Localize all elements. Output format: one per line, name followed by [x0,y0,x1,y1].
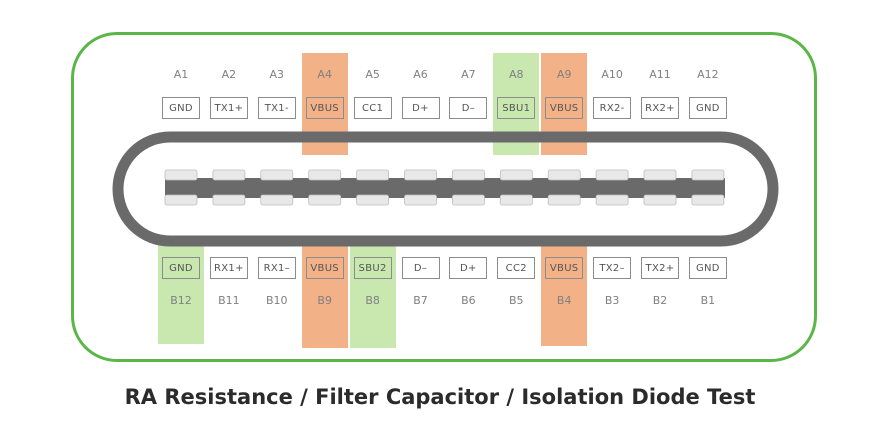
signal-box-b2: TX2+ [641,257,679,279]
signal-box-b3: TX2– [593,257,632,279]
signal-box-a7: D– [449,97,488,119]
pin-label-a3: A3 [269,68,285,81]
pin-label-b4: B4 [556,294,572,307]
pin-label-b10: B10 [266,294,288,307]
pin-label-a2: A2 [221,68,237,81]
contact-top-4 [308,169,342,181]
contact-top-10 [595,169,629,181]
contact-bottom-1 [164,194,198,206]
pin-label-b5: B5 [509,294,524,307]
contact-bottom-8 [499,194,533,206]
pin-label-b1: B1 [700,294,716,307]
plug-shell [112,131,779,247]
contact-bottom-2 [212,194,246,206]
highlight-b8 [349,242,396,348]
signal-box-b5: CC2 [497,257,536,279]
pin-label-a1: A1 [173,68,189,81]
pin-label-a5: A5 [365,68,380,81]
connector-frame [71,32,817,362]
signal-box-a10: RX2- [593,97,632,119]
pin-label-b2: B2 [652,294,668,307]
pin-label-b12: B12 [170,294,192,307]
contact-top-8 [499,169,533,181]
contact-top-11 [643,169,677,181]
contact-bottom-11 [643,194,677,206]
signal-box-a1: GND [162,97,200,119]
highlight-b9 [301,242,348,348]
contact-bottom-9 [547,194,581,206]
signal-box-a9: VBUS [545,97,584,119]
contact-top-5 [356,169,390,181]
pin-label-a7: A7 [461,68,476,81]
contact-top-9 [547,169,581,181]
contact-bottom-4 [308,194,342,206]
pin-label-b8: B8 [365,294,380,307]
signal-box-b9: VBUS [305,257,344,279]
signal-box-b10: RX1– [257,257,296,279]
signal-box-b7: D– [401,257,440,279]
pin-label-b7: B7 [413,294,428,307]
pin-label-a9: A9 [556,68,572,81]
pin-label-a6: A6 [413,68,428,81]
signal-box-a12: GND [688,97,727,119]
contact-bottom-7 [451,194,485,206]
pin-label-a8: A8 [509,68,524,81]
signal-box-a5: CC1 [353,97,392,119]
contact-top-3 [260,169,294,181]
pin-label-b3: B3 [604,294,620,307]
pin-label-b6: B6 [461,294,476,307]
pin-label-a11: A11 [649,68,671,81]
signal-box-b12: GND [162,257,200,279]
contact-bottom-5 [356,194,390,206]
signal-box-a2: TX1+ [209,97,248,119]
contact-top-7 [451,169,485,181]
contact-bottom-3 [260,194,294,206]
pin-label-a12: A12 [697,68,719,81]
signal-box-b1: GND [688,257,727,279]
signal-box-a11: RX2+ [641,97,679,119]
signal-box-a4: VBUS [305,97,344,119]
signal-box-a8: SBU1 [497,97,536,119]
diagram-caption: RA Resistance / Filter Capacitor / Isola… [124,385,756,409]
contact-bottom-6 [404,194,437,206]
contact-top-6 [404,169,437,181]
signal-box-b6: D+ [449,257,488,279]
signal-box-a3: TX1- [257,97,296,119]
contact-bottom-12 [691,194,725,206]
contact-bottom-10 [595,194,629,206]
highlight-b4 [541,242,588,346]
highlight-b12 [158,242,204,344]
tongue [165,178,725,198]
pin-label-b11: B11 [218,294,240,307]
signal-box-a6: D+ [401,97,440,119]
signal-box-b4: VBUS [545,257,584,279]
pin-label-a4: A4 [317,68,332,81]
contact-top-2 [212,169,246,181]
signal-box-b8: SBU2 [353,257,392,279]
contact-top-1 [164,169,198,181]
signal-box-b11: RX1+ [209,257,248,279]
contact-top-12 [691,169,725,181]
pin-label-b9: B9 [317,294,332,307]
pin-label-a10: A10 [601,68,623,81]
